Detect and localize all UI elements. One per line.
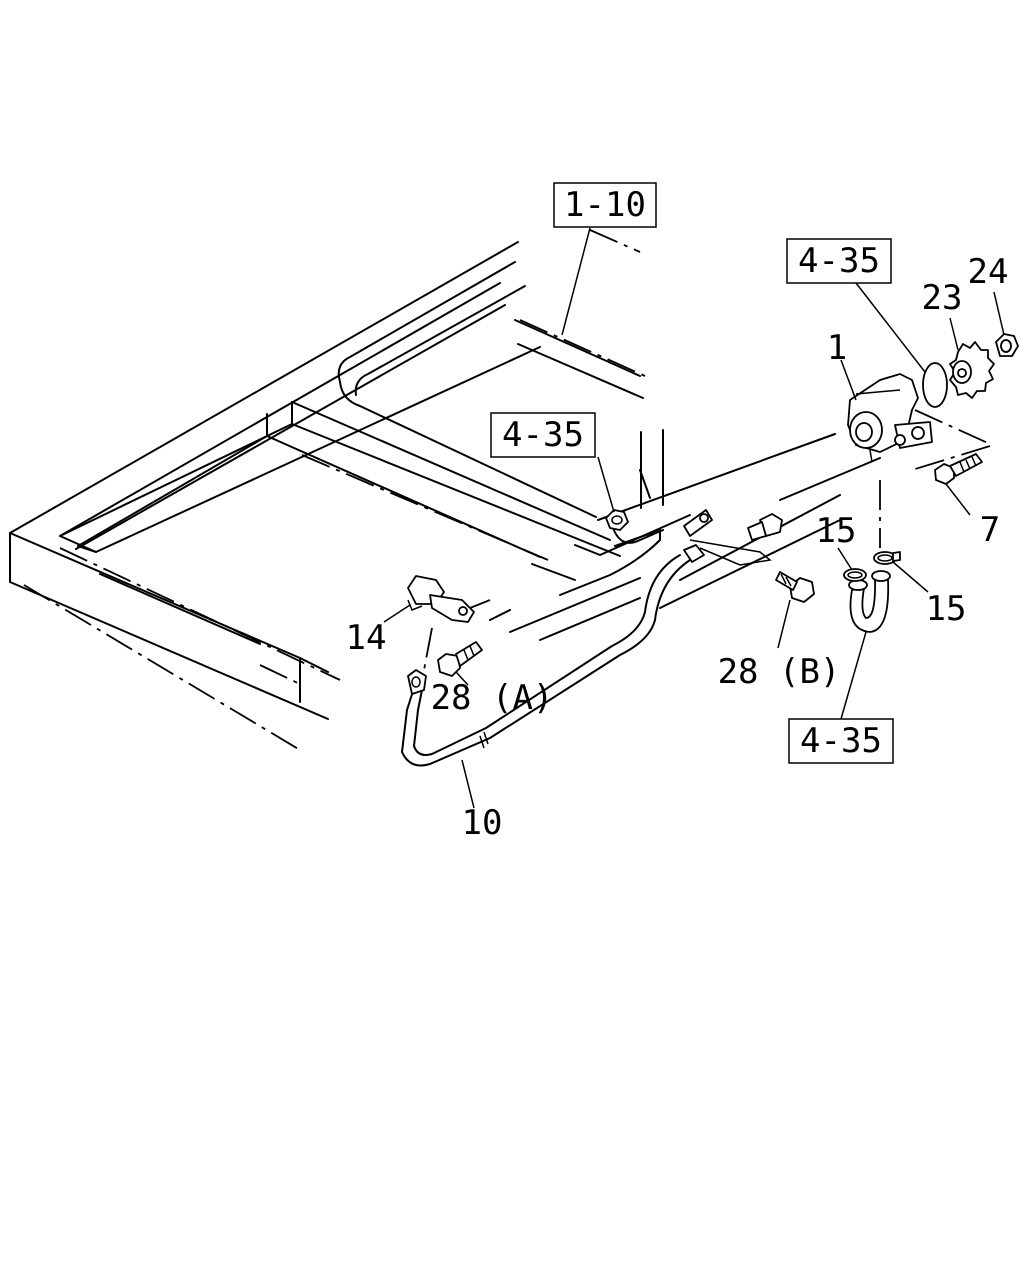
callout-sprocket: 23 bbox=[922, 278, 963, 318]
reference-box-pump-text: 4-35 bbox=[798, 241, 880, 281]
callout-sensor: 14 bbox=[346, 618, 387, 658]
callout-bolt-b: 28 (B) bbox=[718, 652, 841, 692]
hose-clamp-left bbox=[843, 568, 867, 582]
reference-box-frame-text: 1-10 bbox=[564, 185, 646, 225]
reference-box-hose[interactable]: 4-35 bbox=[788, 718, 894, 764]
speedometer-cable bbox=[401, 554, 691, 767]
cable-bracket bbox=[683, 509, 772, 566]
callout-pump: 1 bbox=[827, 328, 847, 368]
hose-clamp-right bbox=[873, 551, 901, 565]
callout-cable: 10 bbox=[462, 803, 503, 843]
hose-fitting bbox=[747, 513, 783, 541]
callout-clamp-right: 15 bbox=[926, 589, 967, 629]
pump-assembly bbox=[847, 373, 933, 463]
callout-clamp-left: 15 bbox=[816, 511, 857, 551]
reference-box-nut-text: 4-35 bbox=[502, 415, 584, 455]
reference-box-hose-text: 4-35 bbox=[800, 721, 882, 761]
reference-box-nut[interactable]: 4-35 bbox=[490, 412, 596, 458]
chassis-frame bbox=[9, 229, 881, 751]
speed-sensor bbox=[407, 575, 475, 623]
frame-nut bbox=[605, 509, 629, 531]
hose-assembly bbox=[848, 570, 891, 633]
bolt-a bbox=[437, 641, 483, 677]
reference-box-frame[interactable]: 1-10 bbox=[553, 182, 657, 228]
o-ring bbox=[922, 362, 948, 408]
bolt-b bbox=[775, 571, 815, 603]
callout-bolt-pump: 7 bbox=[980, 510, 1000, 550]
callout-nut-small: 24 bbox=[968, 252, 1009, 292]
pump-bolt bbox=[934, 453, 983, 485]
lock-nut bbox=[995, 333, 1019, 357]
leader-lines bbox=[383, 227, 1005, 809]
callout-bolt-a: 28 (A) bbox=[431, 678, 554, 718]
reference-box-pump[interactable]: 4-35 bbox=[786, 238, 892, 284]
sprocket-gear bbox=[949, 341, 995, 399]
